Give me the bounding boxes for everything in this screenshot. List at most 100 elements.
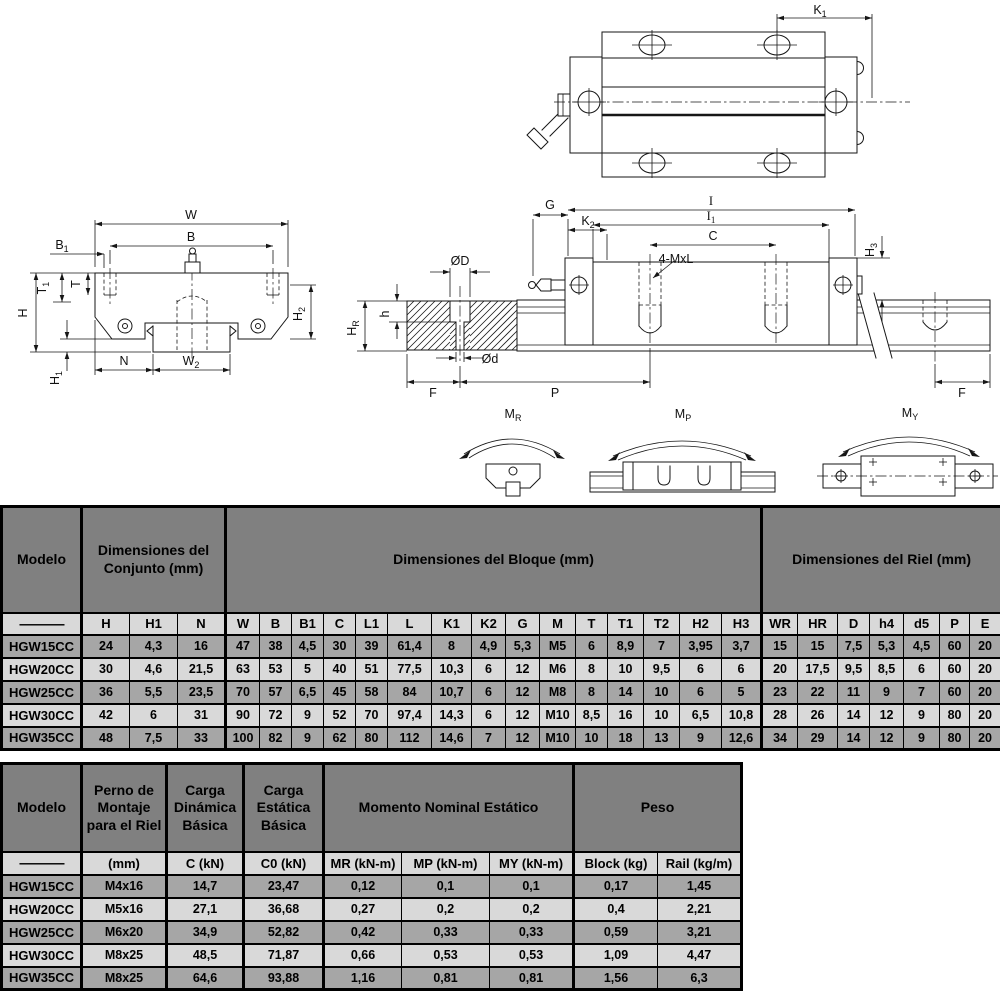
od-label: ØD bbox=[451, 254, 470, 268]
dim-arrowhead bbox=[935, 379, 942, 385]
block-outline bbox=[94, 272, 289, 340]
seal-hole bbox=[117, 318, 133, 334]
k1-label: K1 bbox=[813, 3, 826, 19]
value-cell: N bbox=[177, 611, 226, 635]
value-cell: K2 bbox=[471, 611, 506, 635]
k2-dimension: K2 bbox=[568, 214, 608, 260]
value-cell: M bbox=[539, 611, 576, 635]
dim-arrowhead bbox=[97, 251, 104, 257]
g-label: G bbox=[545, 198, 555, 212]
value-cell: 16 bbox=[177, 633, 226, 658]
value-cell: M6 bbox=[539, 656, 576, 681]
mounting-holes bbox=[632, 30, 797, 178]
value-cell: 1,09 bbox=[572, 942, 659, 967]
b-dimension: B bbox=[109, 230, 274, 264]
value-cell: HR bbox=[797, 611, 839, 635]
value-cell: 10 bbox=[643, 702, 680, 727]
value-cell: 0,17 bbox=[572, 873, 659, 898]
model-cell: HGW25CC bbox=[1, 679, 82, 704]
h3-dimension: H3 bbox=[857, 236, 890, 322]
rail-side-view-drawing: G K2 I I1 C 4-MxL ØD Ød h bbox=[345, 194, 991, 400]
value-cell: 7,5 bbox=[837, 633, 871, 658]
value-cell: 4,5 bbox=[903, 633, 941, 658]
f-right-label: F bbox=[958, 386, 966, 400]
value-cell: 8,5 bbox=[575, 702, 608, 727]
model-cell: HGW30CC bbox=[1, 942, 82, 967]
dim-arrowhead bbox=[223, 367, 230, 373]
value-cell: 97,4 bbox=[387, 702, 432, 727]
value-cell: H3 bbox=[720, 611, 763, 635]
value-cell: 13 bbox=[643, 725, 680, 750]
value-cell: 24 bbox=[80, 633, 130, 658]
hatch-area bbox=[463, 321, 471, 351]
my-label: MY bbox=[902, 406, 918, 422]
value-cell: 9 bbox=[903, 725, 941, 750]
l1-label: I1 bbox=[707, 209, 716, 225]
dim-arrowhead bbox=[85, 273, 91, 280]
corner-marks bbox=[869, 458, 947, 486]
l1-dimension: I1 bbox=[592, 209, 830, 260]
moment-mr-diagram: MR bbox=[459, 407, 565, 497]
value-cell: 48 bbox=[80, 725, 130, 750]
rail-bolt-hole-section bbox=[449, 286, 471, 364]
value-cell: 53 bbox=[259, 656, 292, 681]
dim-arrowhead bbox=[153, 367, 160, 373]
value-cell: M6x20 bbox=[80, 919, 167, 944]
od-small-dimension: Ød bbox=[436, 352, 498, 366]
value-cell: 0,2 bbox=[488, 896, 575, 921]
model-cell: HGW20CC bbox=[1, 896, 82, 921]
w-label: W bbox=[185, 208, 197, 222]
cap-screws bbox=[569, 275, 853, 295]
value-cell: 20 bbox=[969, 725, 1000, 750]
c-label: C bbox=[708, 229, 717, 243]
dim-arrowhead bbox=[64, 352, 70, 359]
value-cell: 7 bbox=[643, 633, 680, 658]
value-cell: B1 bbox=[291, 611, 324, 635]
dim-arrowhead bbox=[146, 367, 153, 373]
value-cell: 112 bbox=[387, 725, 432, 750]
block-body bbox=[601, 31, 826, 178]
value-cell: 52,82 bbox=[242, 919, 324, 944]
dim-arrowhead bbox=[362, 344, 368, 351]
dim-arrowhead bbox=[95, 367, 102, 373]
w2-label: W2 bbox=[183, 354, 200, 370]
value-cell: 5 bbox=[720, 679, 763, 704]
dim-arrowhead bbox=[85, 288, 91, 295]
l-dimension: I bbox=[568, 194, 856, 256]
value-cell: 6 bbox=[679, 679, 722, 704]
value-cell: 4,5 bbox=[291, 633, 324, 658]
value-cell: D bbox=[837, 611, 871, 635]
dim-arrowhead bbox=[983, 379, 990, 385]
value-cell: 0,4 bbox=[572, 896, 659, 921]
h-label: H bbox=[16, 308, 30, 317]
value-cell: 15 bbox=[797, 633, 839, 658]
grease-nipple-icon bbox=[528, 278, 566, 292]
value-cell: 8,5 bbox=[869, 656, 905, 681]
value-cell: 5,5 bbox=[129, 679, 178, 704]
value-cell: 9,5 bbox=[643, 656, 680, 681]
value-cell: 0,59 bbox=[572, 919, 659, 944]
value-cell: T bbox=[575, 611, 608, 635]
value-cell: 0,33 bbox=[401, 919, 490, 944]
value-cell: C0 (kN) bbox=[242, 850, 324, 875]
value-cell: 6 bbox=[471, 656, 506, 681]
value-cell: 12 bbox=[869, 725, 905, 750]
value-cell: M5 bbox=[539, 633, 576, 658]
value-cell: 60 bbox=[939, 679, 971, 704]
value-cell: H bbox=[80, 611, 130, 635]
dim-arrowhead bbox=[653, 271, 660, 278]
value-cell: 0,81 bbox=[488, 965, 575, 990]
value-cell: M10 bbox=[539, 702, 576, 727]
value-cell: 7 bbox=[471, 725, 506, 750]
group-header-row: Modelo Dimensiones del Conjunto (mm) Dim… bbox=[1, 506, 1000, 613]
value-cell: 8,9 bbox=[607, 633, 644, 658]
grease-nipple-icon bbox=[526, 93, 573, 150]
dim-arrowhead bbox=[561, 212, 568, 218]
value-cell: 64,6 bbox=[165, 965, 244, 990]
value-cell: 28 bbox=[760, 702, 799, 727]
hatch-area bbox=[469, 300, 518, 351]
value-cell: 42 bbox=[80, 702, 130, 727]
